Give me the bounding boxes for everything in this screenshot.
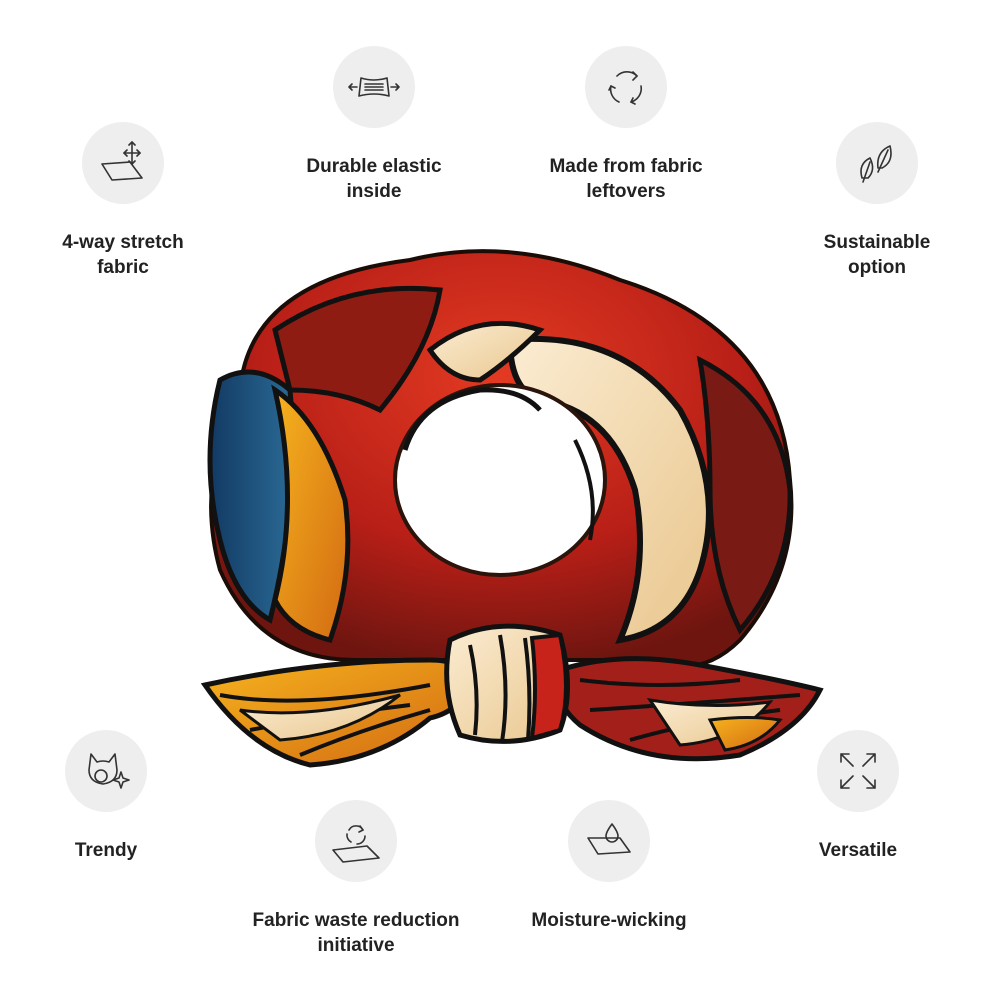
fabric-recycle-icon: [315, 800, 397, 882]
feature-sustainable-label: Sustainable option: [823, 232, 931, 278]
feature-stretch: 4-way stretch fabric: [0, 122, 253, 280]
feature-waste: Fabric waste reduction initiative: [226, 800, 486, 958]
feature-elastic: Durable elastic inside: [244, 46, 504, 204]
scrunchie-image: [180, 240, 830, 770]
elastic-band-icon: [333, 46, 415, 128]
stretch-arrows-icon: [82, 122, 164, 204]
feature-waste-label: Fabric waste reduction initiative: [252, 910, 460, 956]
feature-trendy: Trendy: [0, 730, 236, 863]
feature-sustainable: Sustainable option: [747, 122, 1000, 280]
expand-arrows-icon: [817, 730, 899, 812]
recycle-icon: [585, 46, 667, 128]
feature-moisture-label: Moisture-wicking: [531, 910, 687, 931]
feature-moisture: Moisture-wicking: [479, 800, 739, 933]
feature-versatile-label: Versatile: [818, 840, 898, 861]
water-drop-icon: [568, 800, 650, 882]
feature-versatile: Versatile: [728, 730, 988, 863]
cat-sparkle-icon: [65, 730, 147, 812]
feature-leftovers-label: Made from fabric leftovers: [549, 156, 703, 202]
feature-elastic-label: Durable elastic inside: [306, 156, 442, 202]
feature-stretch-label: 4-way stretch fabric: [62, 232, 184, 278]
feature-leftovers: Made from fabric leftovers: [496, 46, 756, 204]
leaves-icon: [836, 122, 918, 204]
feature-trendy-label: Trendy: [74, 840, 138, 861]
